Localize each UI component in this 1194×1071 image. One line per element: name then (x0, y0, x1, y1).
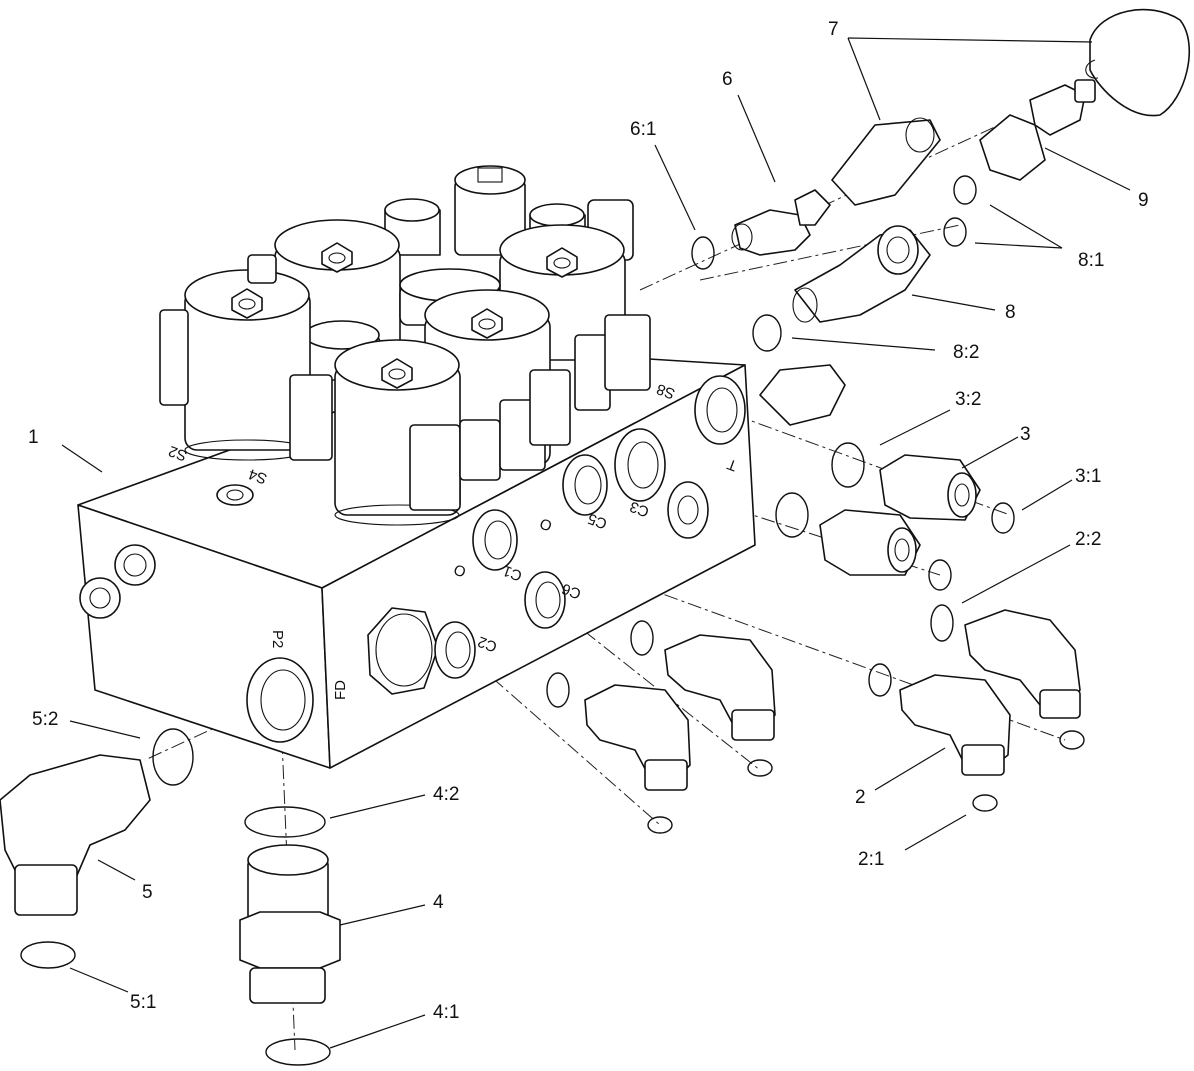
callout-4-1: 4:1 (433, 1002, 459, 1023)
fitting-6-adapter (731, 189, 831, 256)
port-label-c5: C5 (586, 510, 610, 533)
oring-6-1 (691, 236, 715, 270)
oring-mid-b (928, 559, 952, 591)
solenoid-coils (159, 165, 651, 526)
oring-2-left (868, 663, 892, 697)
callout-4-2: 4:2 (433, 784, 459, 805)
port-label-s2: S2 (166, 442, 189, 464)
port-label-p2: P2 (269, 630, 286, 648)
callout-labels: 1 6:1 6 7 9 8:1 8 8:2 3:2 3 3:1 2:2 2 2:… (28, 19, 1149, 1023)
oring-3-1 (991, 502, 1015, 534)
port-label-s4: S4 (246, 465, 269, 487)
oring-8-2 (752, 314, 782, 352)
callout-8-1: 8:1 (1078, 250, 1104, 271)
callout-3: 3 (1020, 424, 1031, 445)
callout-5: 5 (142, 882, 153, 903)
callout-5-1: 5:1 (130, 992, 156, 1013)
callout-8-2: 8:2 (953, 342, 979, 363)
elbow-fitting-2 (899, 674, 1011, 776)
elbow-fitting-5 (0, 754, 151, 916)
oring-right-bottom (1059, 730, 1085, 750)
callout-6: 6 (722, 69, 733, 90)
straight-adapter-mid (819, 509, 921, 576)
port-label-s8: S8 (654, 380, 677, 402)
callout-6-1: 6:1 (630, 119, 656, 140)
oring-3-2 (831, 442, 865, 488)
callout-7: 7 (828, 19, 839, 40)
oring-mid-a (775, 492, 809, 538)
fitting-t-adapter (759, 364, 846, 426)
callout-5-2: 5:2 (32, 709, 58, 730)
callout-2-2: 2:2 (1075, 529, 1101, 550)
port-label-c3: C3 (628, 498, 652, 521)
callout-2-1: 2:1 (858, 849, 884, 870)
port-label-o1: O (452, 560, 469, 580)
port-label-o2: O (538, 514, 555, 534)
callout-1: 1 (28, 427, 39, 448)
fitting-3-adapter (879, 454, 981, 521)
oring-center-top (630, 620, 654, 656)
oring-8-1-b (943, 217, 967, 247)
port-label-c1: C1 (501, 562, 525, 585)
port-label-c2: C2 (476, 633, 500, 656)
coupler-7 (831, 8, 1190, 206)
oring-5-2 (152, 728, 194, 786)
elbow-fitting-center (664, 634, 776, 741)
fitting-8-swivel (792, 225, 931, 323)
callout-2: 2 (855, 787, 866, 808)
oring-5-1 (20, 941, 76, 969)
port-label-fd: FD (332, 680, 349, 700)
oring-center-bottom (747, 759, 773, 777)
elbow-fitting-right (964, 609, 1081, 719)
elbow-fitting-lower (584, 684, 691, 791)
fitting-4-adapter (239, 806, 341, 1066)
callout-4: 4 (433, 892, 444, 913)
port-labels: S2 S4 S8 T C3 C5 O C1 O C6 C2 P2 FD (166, 380, 739, 700)
port-label-c6: C6 (560, 580, 584, 603)
callout-8: 8 (1005, 302, 1016, 323)
callout-3-2: 3:2 (955, 389, 981, 410)
oring-lower-top (546, 672, 570, 708)
leader-lines (61, 37, 1131, 1049)
callout-9: 9 (1138, 190, 1149, 211)
callout-3-1: 3:1 (1075, 466, 1101, 487)
oring-2-2 (930, 604, 954, 642)
fitting-9 (979, 79, 1096, 181)
oring-2-1 (972, 794, 998, 812)
oring-8-1-a (953, 175, 977, 205)
oring-lower-bottom (647, 816, 673, 834)
